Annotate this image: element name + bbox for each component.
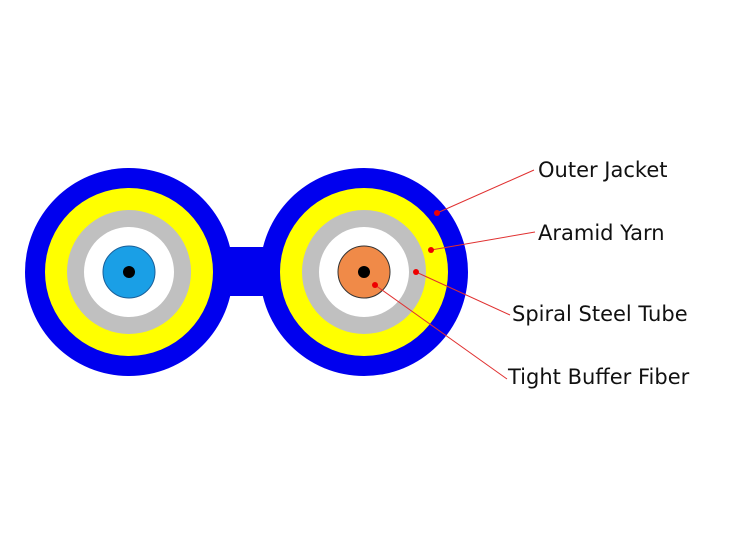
leader-lines <box>374 169 536 380</box>
dot-aramid-yarn <box>428 247 434 253</box>
left-cable <box>25 168 233 376</box>
label-outer-jacket: Outer Jacket <box>538 158 667 182</box>
label-aramid-yarn: Aramid Yarn <box>538 221 665 245</box>
dot-outer-jacket <box>434 210 440 216</box>
dot-tight-buffer-fiber <box>372 282 378 288</box>
leader-spiral-steel-tube <box>415 271 511 316</box>
right-cable <box>260 168 468 376</box>
leader-aramid-yarn <box>430 231 536 251</box>
leader-tight-buffer-fiber <box>374 284 508 380</box>
leader-outer-jacket <box>436 169 535 214</box>
dot-spiral-steel-tube <box>413 269 419 275</box>
right-fiber-core <box>358 266 370 278</box>
label-spiral-steel-tube: Spiral Steel Tube <box>512 302 688 326</box>
left-fiber-core <box>123 266 135 278</box>
leader-dots <box>372 210 440 288</box>
label-tight-buffer-fiber: Tight Buffer Fiber <box>507 365 690 389</box>
